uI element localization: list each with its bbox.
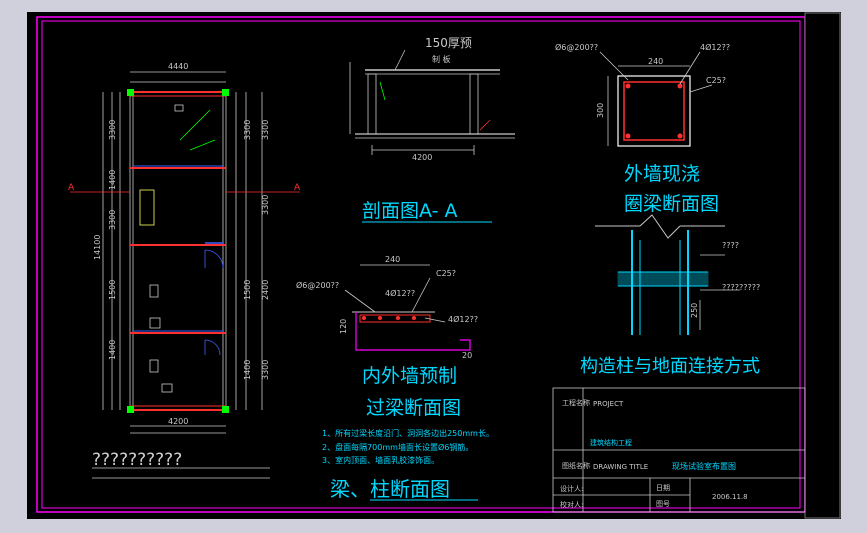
- column-label-2: ?????????: [722, 283, 760, 292]
- column-dim: 250: [690, 303, 699, 318]
- note-2: 2、盘面每隔700mm墙面长设置Ø6钢筋。: [322, 442, 473, 452]
- svg-text:3300: 3300: [243, 120, 252, 140]
- ringbeam-concrete: C25?: [706, 76, 726, 85]
- svg-text:1400: 1400: [243, 360, 252, 380]
- plan-top-dim: 4440: [168, 62, 188, 71]
- svg-text:1500: 1500: [108, 280, 117, 300]
- section-slab-label: 150厚预: [425, 36, 472, 50]
- lintel-stirrup-label: Ø6@200??: [296, 280, 339, 290]
- lintel-caption1: 内外墙预制: [362, 365, 457, 387]
- svg-text:1500: 1500: [243, 280, 252, 300]
- lintel-section: [344, 264, 471, 351]
- tb-project: PROJECT: [593, 400, 624, 408]
- lintel-top-bar: 4Ø12??: [385, 288, 415, 298]
- note-3: 3、室内顶面、墙面乳胶漆饰面。: [322, 455, 439, 465]
- column-ground-detail: [595, 214, 740, 335]
- tb-date: 2006.11.8: [712, 493, 748, 501]
- svg-text:2400: 2400: [261, 280, 270, 300]
- ringbeam-bar-label: 4Ø12??: [700, 42, 730, 52]
- side-strip: [804, 12, 841, 519]
- ring-beam-section: [599, 51, 713, 147]
- tb-project-label: 工程名称: [562, 398, 590, 407]
- plan-legend-text: ??????????: [92, 450, 182, 470]
- tb-no: 图号: [656, 500, 670, 508]
- svg-text:3300: 3300: [261, 195, 270, 215]
- main-caption: 梁、柱断面图: [330, 477, 450, 501]
- title-block: [552, 387, 806, 513]
- floor-plan: [70, 71, 300, 479]
- floor-plan-labels: 4440 4200 14100 3300 1400 3300 1500 1400…: [68, 62, 301, 470]
- lintel-height: 120: [339, 319, 348, 334]
- section-dim: 4200: [412, 153, 432, 162]
- svg-text:3300: 3300: [108, 210, 117, 230]
- ringbeam-stirrup-label: Ø6@200??: [555, 42, 598, 52]
- plan-total-dim: 14100: [93, 235, 102, 260]
- tb-drawing: DRAWING TITLE: [593, 463, 648, 471]
- ringbeam-caption1: 外墙现浇: [624, 163, 700, 185]
- lintel-bottom-bar: 4Ø12??: [448, 314, 478, 324]
- section-a-a: [349, 49, 515, 155]
- plan-bottom-dim: 4200: [168, 417, 188, 426]
- lintel-end: 20: [462, 351, 472, 360]
- section-marker-left: A: [68, 183, 75, 193]
- tb-drawing-name: 现场试验室布置图: [672, 461, 736, 471]
- note-1: 1、所有过梁长度沿门、洞洞各边出250mm长。: [322, 428, 494, 438]
- column-label-1: ????: [722, 241, 739, 250]
- tb-check: 校对人:: [560, 500, 583, 509]
- section-slab-label2: 制 板: [432, 54, 451, 64]
- tb-date-label: 日期: [656, 484, 670, 492]
- svg-text:3300: 3300: [261, 360, 270, 380]
- lintel-caption2: 过梁断面图: [366, 397, 461, 419]
- svg-text:3300: 3300: [108, 120, 117, 140]
- column-caption: 构造柱与地面连接方式: [580, 356, 760, 377]
- tb-unit: 建筑结构工程: [590, 438, 632, 447]
- svg-text:1400: 1400: [108, 170, 117, 190]
- svg-text:3300: 3300: [261, 120, 270, 140]
- tb-drawing-label: 图纸名称: [562, 461, 590, 470]
- section-marker-right: A: [294, 183, 301, 193]
- svg-text:1400: 1400: [108, 340, 117, 360]
- tb-design: 设计人:: [560, 484, 583, 493]
- lintel-concrete: C25?: [436, 269, 456, 278]
- ringbeam-width: 240: [648, 57, 663, 66]
- ringbeam-caption2: 圈梁断面图: [624, 193, 719, 215]
- section-caption: 剖面图A- A: [362, 200, 457, 222]
- inner-frame: [41, 20, 801, 509]
- lintel-width: 240: [385, 255, 400, 264]
- ringbeam-height: 300: [596, 103, 605, 118]
